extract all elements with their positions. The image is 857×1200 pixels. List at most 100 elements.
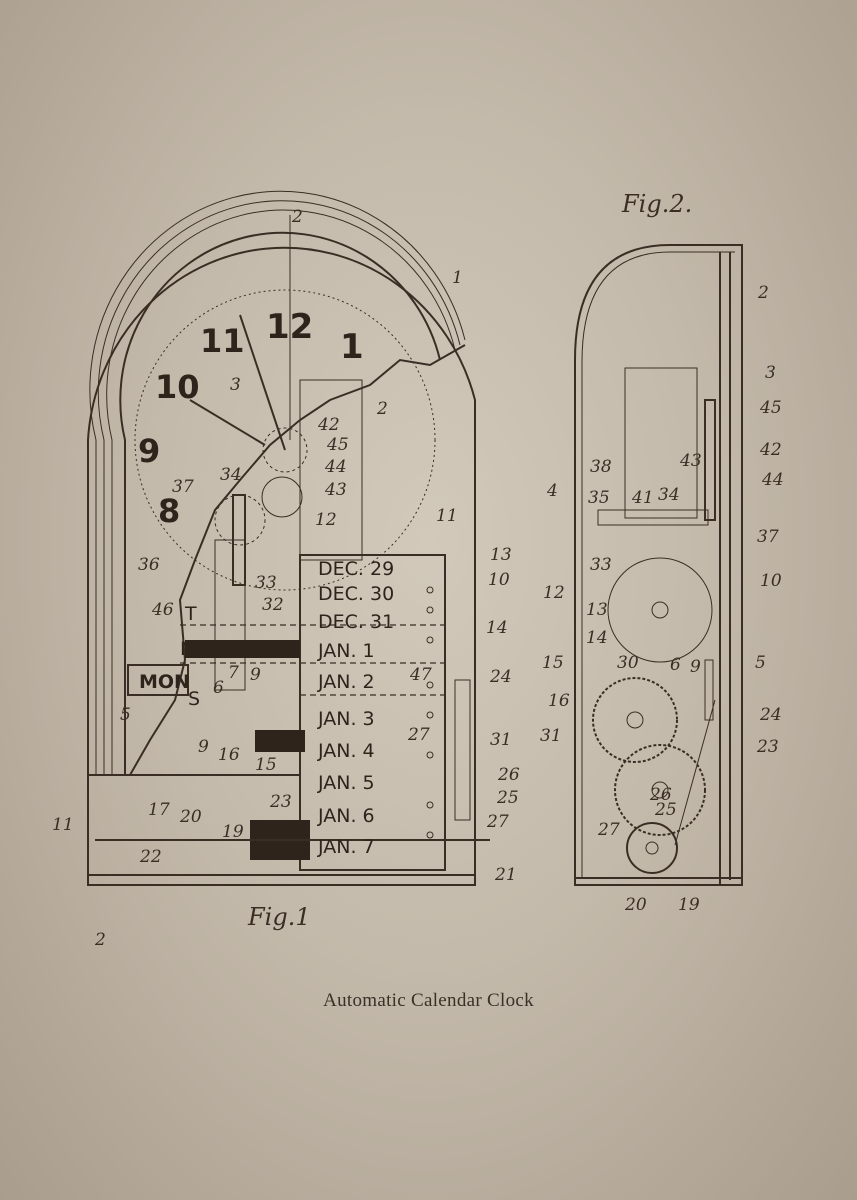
reference-numeral: 23 [269, 792, 292, 812]
reference-numeral: 31 [490, 730, 512, 750]
reference-numeral: 5 [755, 653, 766, 673]
numeral-12: 12 [266, 307, 313, 347]
calendar-date: JAN. 4 [317, 740, 375, 762]
day-letter: N [180, 638, 194, 660]
reference-numeral: 3 [765, 363, 776, 383]
day-window [127, 664, 189, 696]
reference-numeral: 12 [543, 583, 565, 603]
day-letter: T [184, 603, 197, 625]
reference-numeral: 45 [759, 398, 782, 418]
reference-numeral: 42 [317, 415, 340, 435]
calendar-date: JAN. 1 [317, 640, 375, 662]
reference-numeral: 46 [151, 600, 174, 620]
numeral-8: 8 [158, 492, 180, 530]
reference-numeral: 38 [590, 457, 612, 477]
calendar-date: DEC. 30 [318, 583, 394, 605]
reference-numeral: 35 [588, 488, 610, 508]
calendar-date: JAN. 2 [317, 671, 375, 693]
poster-caption: Automatic Calendar Clock [323, 990, 534, 1011]
reference-numeral: 41 [631, 488, 654, 508]
drum-holes [426, 586, 434, 839]
calendar-date: JAN. 3 [317, 708, 375, 730]
reference-numeral: 15 [255, 755, 277, 775]
reference-numeral: 31 [540, 726, 562, 746]
reference-numeral: 4 [546, 481, 558, 501]
reference-numeral: 33 [590, 555, 612, 575]
fig2-housing [574, 244, 743, 886]
reference-numeral: 19 [678, 895, 700, 915]
reference-numeral: 34 [220, 465, 242, 485]
reference-numeral: 2 [291, 207, 303, 227]
reference-numeral: 22 [139, 847, 162, 867]
calendar-date: DEC. 31 [318, 611, 394, 633]
calendar-drum [299, 554, 446, 871]
reference-numeral: 14 [486, 618, 508, 638]
reference-numeral: 34 [658, 485, 680, 505]
reference-numeral: 13 [586, 600, 608, 620]
numeral-1: 1 [340, 327, 364, 367]
reference-numeral: 32 [262, 595, 284, 615]
fig1-label: Fig.1 [247, 903, 311, 931]
reference-numeral: 21 [494, 865, 517, 885]
reference-numeral: 2 [757, 283, 769, 303]
reference-numeral: 37 [172, 477, 194, 497]
calendar-date: JAN. 6 [317, 805, 375, 827]
reference-numeral: 3 [230, 375, 241, 395]
reference-numeral: 2 [94, 930, 106, 950]
reference-numeral: 24 [489, 667, 512, 687]
reference-numeral: 9 [198, 737, 209, 757]
reference-numeral: 6 [670, 655, 681, 675]
day-window-text: MON [139, 671, 190, 693]
reference-numeral: 5 [120, 705, 131, 725]
clock-dial [134, 289, 436, 591]
calendar-date: DEC. 29 [318, 558, 394, 580]
reference-numeral: 19 [222, 822, 244, 842]
reference-numeral: 16 [548, 691, 570, 711]
reference-numeral: 42 [759, 440, 782, 460]
reference-numeral: 36 [138, 555, 160, 575]
reference-numeral: 1 [452, 268, 463, 288]
reference-numeral: 15 [542, 653, 564, 673]
calendar-date: JAN. 7 [317, 836, 375, 858]
reference-numeral: 14 [586, 628, 608, 648]
reference-numeral: 10 [488, 570, 510, 590]
numeral-9: 9 [138, 432, 160, 470]
numeral-10: 10 [155, 368, 200, 406]
reference-numeral: 10 [760, 571, 782, 591]
reference-numeral: 45 [326, 435, 349, 455]
reference-numeral: 37 [757, 527, 779, 547]
numeral-11: 11 [200, 322, 245, 360]
reference-numeral: 20 [179, 807, 202, 827]
reference-numeral: 27 [486, 812, 509, 832]
reference-numeral: 26 [497, 765, 520, 785]
reference-numeral: 33 [255, 573, 277, 593]
reference-numeral: 13 [490, 545, 512, 565]
reference-numeral: 25 [496, 788, 519, 808]
reference-numeral: 26 [649, 785, 672, 805]
reference-numeral: 9 [690, 657, 701, 677]
reference-numeral: 11 [436, 506, 458, 526]
reference-numeral: 44 [761, 470, 784, 490]
reference-numeral: 43 [679, 451, 702, 471]
reference-numeral: 27 [597, 820, 620, 840]
pulley [626, 822, 678, 874]
calendar-dates: DEC. 29 DEC. 30 DEC. 31 JAN. 1 JAN. 2 JAN. 3 J… [317, 558, 394, 858]
day-letter: S [188, 688, 200, 710]
reference-numeral: 6 [213, 678, 224, 698]
reference-numeral: 9 [250, 665, 261, 685]
calendar-date: JAN. 5 [317, 772, 375, 794]
gear [614, 744, 706, 836]
reference-numeral: 16 [218, 745, 240, 765]
gear [607, 557, 713, 663]
reference-numeral: 43 [324, 480, 347, 500]
reference-numeral: 44 [324, 457, 347, 477]
gear [592, 677, 678, 763]
reference-numeral: 25 [654, 800, 677, 820]
reference-numeral: 30 [617, 653, 639, 673]
reference-numeral: 7 [228, 663, 239, 683]
